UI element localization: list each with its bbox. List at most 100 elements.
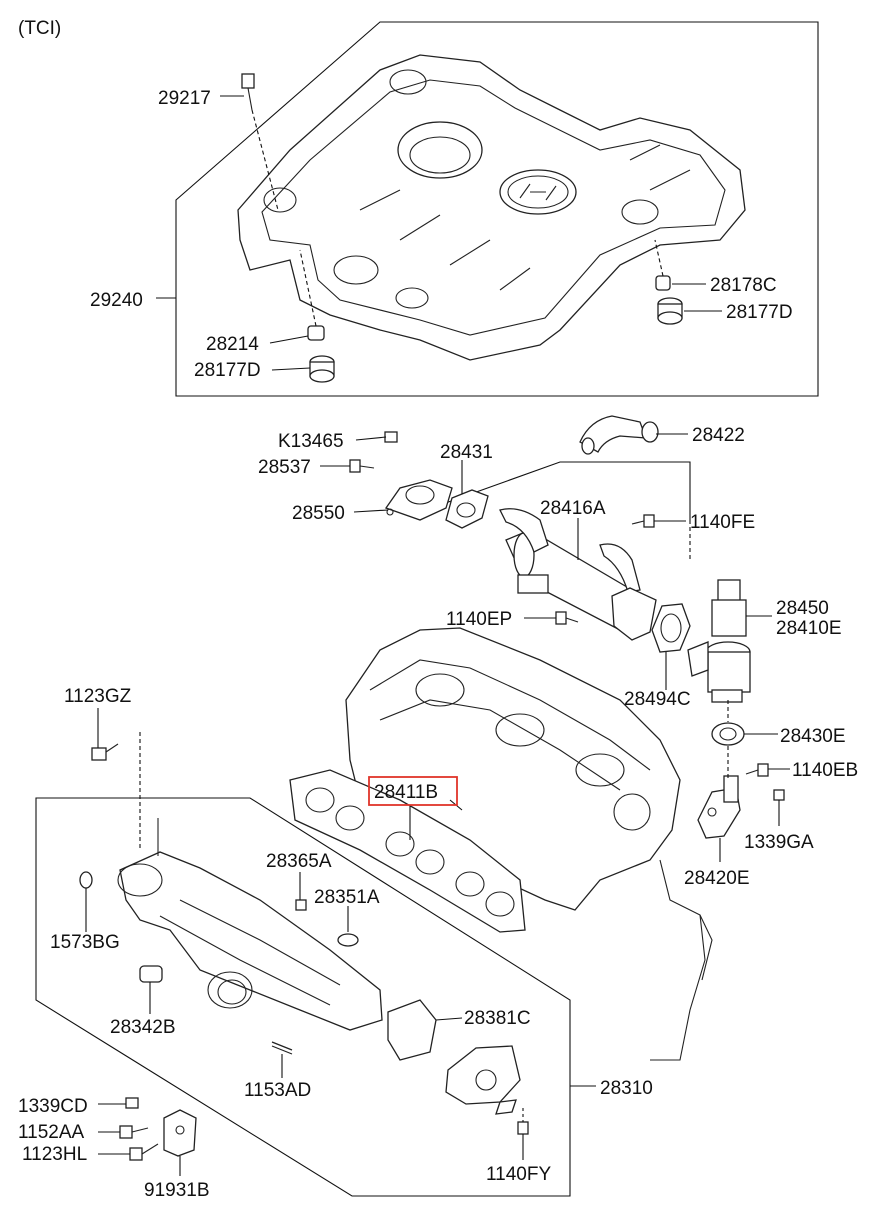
cover-boss — [333, 255, 379, 285]
label-28494C[interactable]: 28494C — [624, 689, 691, 710]
hyundai-logo-icon — [499, 169, 577, 215]
stud-1153AD[interactable] — [271, 1041, 293, 1055]
egr-cooler-28416A[interactable] — [499, 508, 657, 641]
label-1140EB[interactable]: 1140EB — [792, 760, 858, 781]
egr-group — [320, 415, 790, 862]
cap-1573BG[interactable] — [79, 871, 93, 889]
label-28537[interactable]: 28537 — [258, 457, 311, 478]
label-29240[interactable]: 29240 — [90, 290, 143, 311]
label-28310[interactable]: 28310 — [600, 1078, 653, 1099]
label-28381C[interactable]: 28381C — [464, 1008, 531, 1029]
label-1339GA[interactable]: 1339GA — [744, 832, 814, 853]
bolt-1152AA[interactable] — [119, 1125, 149, 1139]
intake-manifold-28310[interactable] — [117, 851, 383, 1031]
plug-28365A[interactable] — [295, 899, 307, 911]
label-28365A[interactable]: 28365A — [266, 851, 332, 872]
stud-1123GZ[interactable] — [91, 732, 159, 856]
cover-boss — [395, 287, 429, 309]
oil-filler-inner — [409, 136, 471, 174]
actuator-28381C[interactable] — [387, 999, 521, 1115]
intake-manifold-group — [35, 708, 596, 1197]
seal-28351A[interactable] — [337, 933, 359, 947]
label-28351A[interactable]: 28351A — [314, 887, 380, 908]
label-1573BG[interactable]: 1573BG — [50, 932, 120, 953]
cover-slot — [499, 267, 531, 291]
variant-label: (TCI) — [18, 18, 61, 39]
gasket-28494C[interactable] — [651, 603, 691, 653]
cover-slot — [629, 144, 661, 161]
grommet-28178C[interactable] — [654, 239, 671, 291]
bolt-1140FY[interactable] — [517, 1108, 529, 1135]
label-1153AD[interactable]: 1153AD — [244, 1080, 311, 1101]
egr-pipe-28422[interactable] — [579, 415, 659, 455]
cover-boss — [621, 199, 659, 225]
egr-frame-top — [439, 461, 691, 520]
leader-28177D-left — [271, 367, 311, 371]
cover-inner-rim — [261, 79, 726, 336]
cover-slot — [649, 169, 691, 191]
label-K13465[interactable]: K13465 — [278, 431, 344, 452]
label-28420E[interactable]: 28420E — [684, 868, 750, 889]
label-28342B[interactable]: 28342B — [110, 1017, 176, 1038]
cover-slot — [359, 189, 401, 211]
pin-28342B[interactable] — [139, 965, 163, 983]
label-28416A[interactable]: 28416A — [540, 498, 606, 519]
oil-filler-port — [397, 121, 483, 179]
label-28550[interactable]: 28550 — [292, 503, 345, 524]
label-28177D-left[interactable]: 28177D — [194, 360, 261, 381]
label-1123HL[interactable]: 1123HL — [22, 1144, 87, 1165]
bracket-91931B[interactable] — [163, 1109, 197, 1157]
gasket-28430E[interactable] — [711, 722, 745, 746]
nut-1339GA[interactable] — [773, 789, 785, 801]
label-28214[interactable]: 28214 — [206, 334, 259, 355]
bolt-1123HL[interactable] — [129, 1143, 159, 1161]
label-91931B[interactable]: 91931B — [144, 1180, 210, 1201]
label-1140EP[interactable]: 1140EP — [446, 609, 512, 630]
bolt-1140EB[interactable] — [745, 763, 769, 777]
bolt-29217[interactable] — [241, 73, 279, 211]
label-28431[interactable]: 28431 — [440, 442, 493, 463]
bolt-1140FE[interactable] — [631, 514, 655, 528]
egr-flange-28550[interactable] — [384, 479, 453, 521]
label-29217[interactable]: 29217 — [158, 88, 211, 109]
cover-slot — [399, 214, 441, 241]
label-28422[interactable]: 28422 — [692, 425, 745, 446]
label-28411B[interactable]: 28411B — [374, 782, 438, 803]
label-28177D-right[interactable]: 28177D — [726, 302, 793, 323]
nut-1339CD[interactable] — [125, 1097, 139, 1109]
manifold-group-frame — [35, 797, 571, 1197]
egr-pipe-28420E[interactable] — [697, 775, 741, 839]
cover-group-frame — [175, 21, 819, 397]
label-1152AA[interactable]: 1152AA — [18, 1122, 85, 1143]
highlight-box-28411B — [368, 776, 458, 806]
grommet-28177D-right[interactable] — [657, 297, 683, 325]
gasket-28431[interactable] — [445, 489, 489, 529]
leader-28381C — [435, 1017, 463, 1021]
label-1339CD[interactable]: 1339CD — [18, 1096, 88, 1117]
bolt-1140EP[interactable] — [555, 611, 579, 625]
leader-K13465 — [355, 436, 387, 441]
gasket-28411B[interactable] — [289, 769, 526, 933]
nut-K13465[interactable] — [384, 431, 398, 443]
egr-valve-28450[interactable] — [687, 579, 751, 703]
label-28178C[interactable]: 28178C — [710, 275, 777, 296]
label-28450[interactable]: 28450 — [776, 598, 829, 619]
cover-boss — [389, 69, 427, 95]
bolt-28537[interactable] — [349, 459, 375, 473]
label-1140FE[interactable]: 1140FE — [690, 512, 755, 533]
leader-28550 — [353, 509, 389, 513]
label-28410E[interactable]: 28410E — [776, 618, 842, 639]
label-1123GZ[interactable]: 1123GZ — [64, 686, 132, 707]
label-28430E[interactable]: 28430E — [780, 726, 846, 747]
grommet-28214[interactable] — [299, 249, 325, 341]
label-1140FY[interactable]: 1140FY — [486, 1164, 551, 1185]
engine-cover-group — [156, 21, 819, 397]
grommet-28177D-left[interactable] — [309, 355, 335, 383]
part-labels: (TCI) 29217 29240 28214 28177D 28178C 28… — [18, 18, 858, 1201]
leader-28214 — [269, 335, 309, 344]
engine-cover[interactable] — [237, 54, 746, 361]
cover-slot — [449, 239, 491, 266]
cover-boss — [263, 187, 297, 213]
